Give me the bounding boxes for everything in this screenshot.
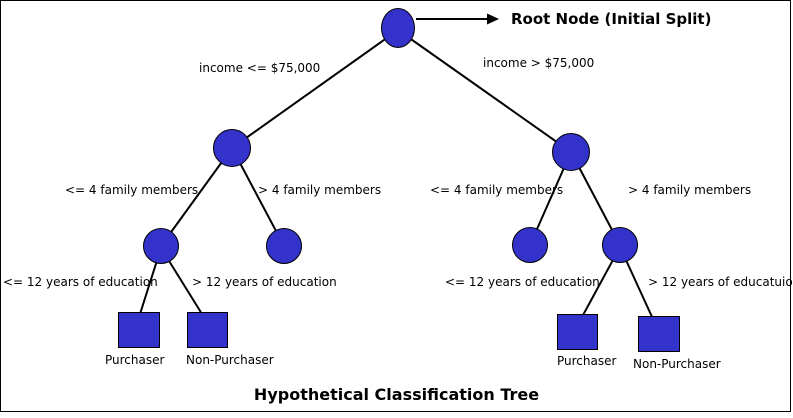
node-high-small-family	[512, 227, 548, 263]
node-low-small-family	[143, 228, 179, 264]
node-income-low	[213, 129, 251, 167]
edge-label-edu-right-right: > 12 years of educatuion	[648, 275, 793, 289]
leaf-right-purchaser	[557, 314, 598, 350]
edge-label-family-left-right: > 4 family members	[258, 183, 382, 197]
node-low-large-family	[266, 228, 302, 264]
leaf-left-purchaser	[118, 312, 160, 348]
leaf-right-non-purchaser	[638, 316, 680, 352]
diagram-caption: Hypothetical Classification Tree	[253, 385, 540, 404]
node-income-high	[552, 133, 590, 171]
leaf-label-right-purchaser: Purchaser	[557, 354, 617, 368]
leaf-left-non-purchaser	[187, 312, 228, 348]
leaf-label-left-non-purchaser: Non-Purchaser	[186, 353, 274, 367]
edge-label-edu-left-left: <= 12 years of education	[3, 275, 158, 289]
root-annotation-arrow	[416, 13, 499, 25]
leaf-label-left-purchaser: Purchaser	[105, 353, 165, 367]
edge-label-edu-right-left: <= 12 years of education	[445, 275, 600, 289]
root-annotation-label: Root Node (Initial Split)	[511, 10, 712, 28]
node-high-large-family	[602, 227, 638, 263]
edge-label-edu-left-right: > 12 years of education	[192, 275, 337, 289]
leaf-label-right-non-purchaser: Non-Purchaser	[633, 357, 721, 371]
edge-label-income-left: income <= $75,000	[199, 61, 321, 75]
root-node	[381, 8, 415, 48]
edge-label-family-right-left: <= 4 family members	[430, 183, 564, 197]
edge-label-family-left-left: <= 4 family members	[65, 183, 199, 197]
edge-label-income-right: income > $75,000	[483, 56, 595, 70]
edge-label-family-right-right: > 4 family members	[628, 183, 752, 197]
